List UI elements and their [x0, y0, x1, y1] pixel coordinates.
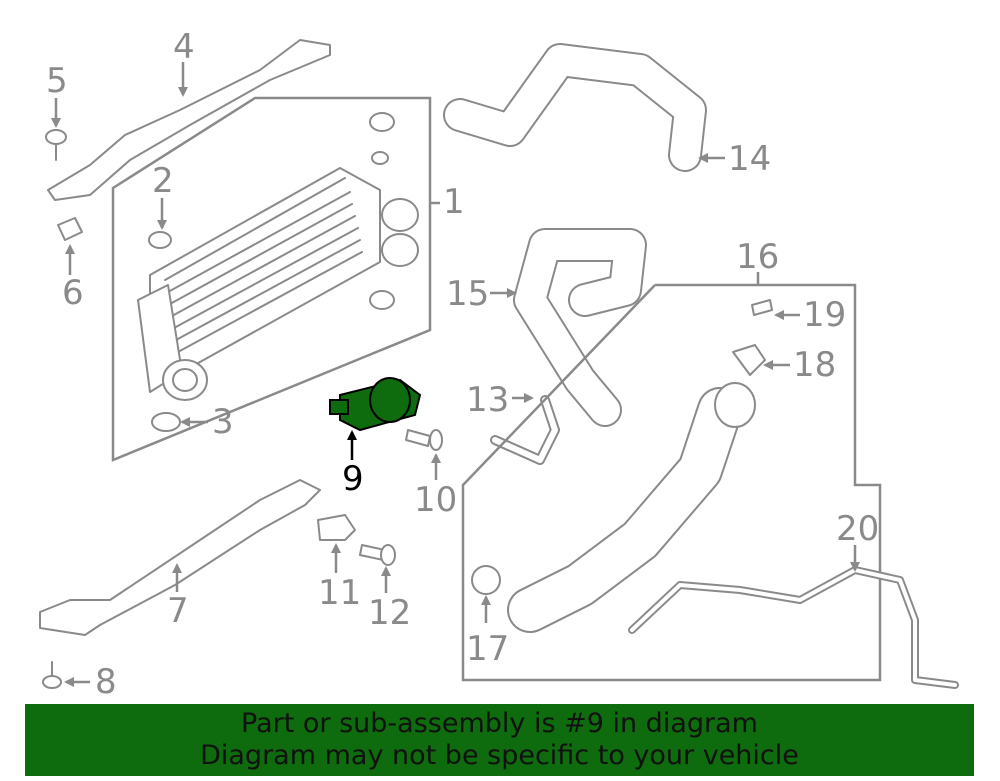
- parts-diagram: 1 2 3 4 5 6 7 8 9 10 11 12 13 14 15 16 1…: [39, 27, 959, 700]
- callout-2: 2: [152, 161, 174, 201]
- isolator-3[interactable]: [151, 412, 181, 432]
- clip-6[interactable]: [57, 217, 83, 241]
- callout-1: 1: [443, 182, 465, 222]
- callout-20: 20: [836, 509, 879, 549]
- callout-15: 15: [446, 274, 489, 314]
- callout-14: 14: [728, 139, 771, 179]
- callout-7: 7: [167, 591, 189, 631]
- bolt-5[interactable]: [45, 129, 67, 161]
- bolt-12[interactable]: [359, 544, 396, 566]
- banner-line-1: Part or sub-assembly is #9 in diagram: [241, 708, 758, 739]
- callout-17: 17: [466, 629, 509, 669]
- callout-3: 3: [212, 402, 234, 442]
- intercooler-core[interactable]: [137, 151, 419, 401]
- bolt-19[interactable]: [751, 299, 773, 316]
- intercooler-assembly-frame: [111, 96, 432, 462]
- callout-16: 16: [736, 237, 779, 277]
- info-banner: Part or sub-assembly is #9 in diagram Di…: [25, 704, 974, 776]
- lower-bracket-7[interactable]: [39, 479, 321, 636]
- callout-10: 10: [414, 480, 457, 520]
- callout-11: 11: [318, 573, 361, 613]
- callout-9: 9: [342, 459, 364, 499]
- upper-bracket-4[interactable]: [47, 39, 331, 201]
- grommet-2[interactable]: [148, 231, 172, 249]
- bolt-10[interactable]: [405, 429, 443, 451]
- callout-12: 12: [368, 593, 411, 633]
- grommet-top[interactable]: [369, 112, 395, 132]
- bolt-8[interactable]: [42, 661, 62, 689]
- o-ring-17[interactable]: [471, 565, 501, 595]
- sensor-9-highlighted[interactable]: [329, 377, 422, 432]
- callout-13: 13: [466, 380, 509, 420]
- callout-19: 19: [803, 295, 846, 335]
- callout-4: 4: [173, 27, 195, 67]
- connector-11[interactable]: [317, 514, 356, 541]
- callout-5: 5: [46, 61, 68, 101]
- callout-8: 8: [95, 662, 117, 700]
- grommet-right[interactable]: [369, 290, 395, 310]
- banner-line-2: Diagram may not be specific to your vehi…: [200, 740, 799, 771]
- duct-assembly-frame-16: [461, 283, 882, 682]
- callout-18: 18: [793, 345, 836, 385]
- sensor-18[interactable]: [732, 344, 766, 376]
- callout-6: 6: [62, 273, 84, 313]
